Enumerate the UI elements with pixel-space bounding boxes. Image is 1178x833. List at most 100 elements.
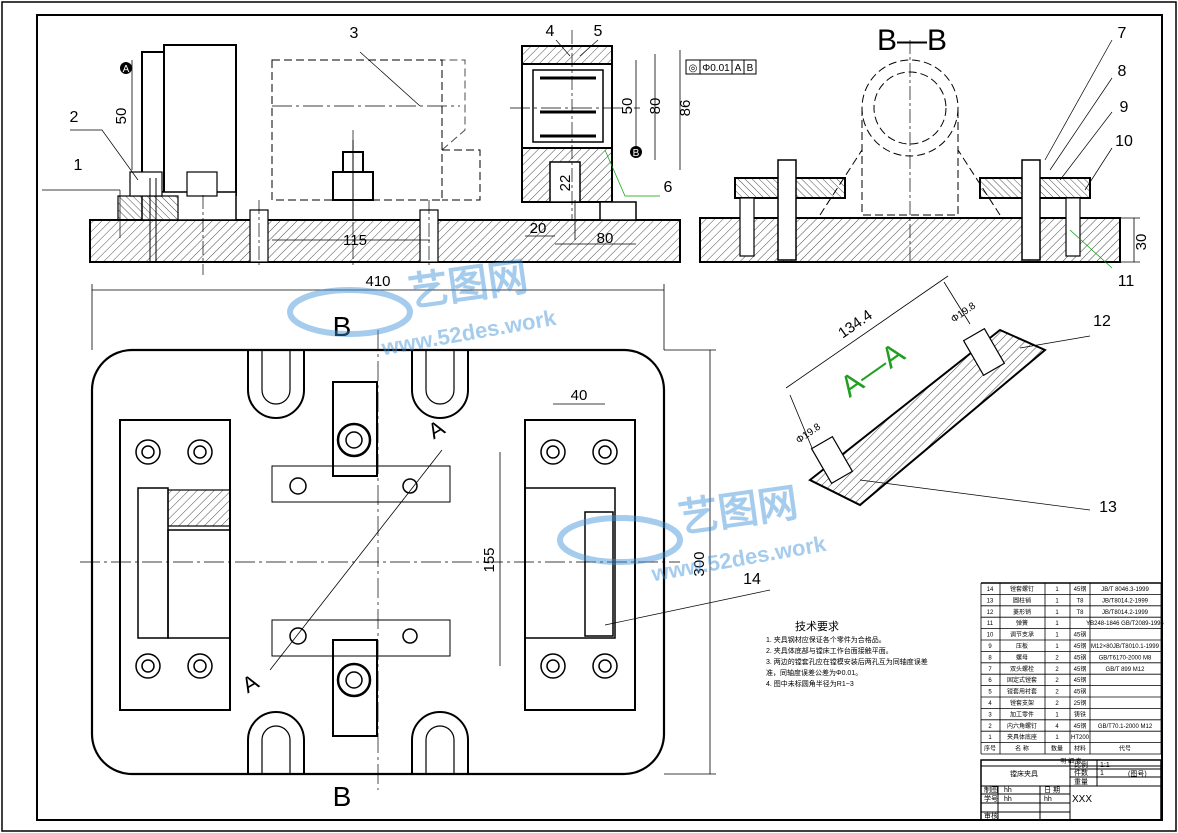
scale-label: 比例 <box>1074 760 1088 769</box>
bom-row-no: 13 <box>987 598 994 604</box>
made-value: hh <box>1004 787 1012 794</box>
tech-line-5: 4. 图中未标圆角半径为R1~3 <box>766 679 854 688</box>
bom-row-name: 镗套用衬套 <box>1007 688 1037 696</box>
balloon-1: 1 <box>74 157 83 174</box>
top-view-dims <box>91 284 716 775</box>
tech-title: 技术要求 <box>795 620 839 633</box>
bom-row-qty: 2 <box>1055 667 1059 673</box>
qty-label: 件数 <box>1074 768 1088 777</box>
bom-row-material: 45钢 <box>1074 642 1087 650</box>
bom-row-name: 调节支承 <box>1010 631 1034 639</box>
balloon-10: 10 <box>1115 133 1133 150</box>
bom-row-code: M12×80JB/T8010.1-1999 <box>1091 644 1160 650</box>
top-view-bolts <box>135 422 618 698</box>
bom-header-qty: 数量 <box>1051 745 1063 753</box>
balloon-7: 7 <box>1118 25 1127 42</box>
bom-row-qty: 1 <box>1055 621 1059 627</box>
bom-row-qty: 1 <box>1055 587 1059 593</box>
dim-phi-bottom: Φ19.8 <box>794 421 823 446</box>
dim-155: 155 <box>481 547 498 572</box>
bom-row-code: JB/T8014.2-1999 <box>1102 598 1149 604</box>
bom-row-qty: 1 <box>1055 598 1059 604</box>
dim-30: 30 <box>1133 234 1150 251</box>
school-value-2: hh <box>1044 796 1052 803</box>
dim-300: 300 <box>691 551 708 576</box>
bom-header-no: 序号 <box>984 745 996 753</box>
bom-row-qty: 2 <box>1055 701 1059 707</box>
bom-row-material: 25钢 <box>1074 699 1087 707</box>
dim-50-left: 50 <box>113 108 130 125</box>
bom-row-name: 内六角螺钉 <box>1007 722 1037 730</box>
bom-row-no: 5 <box>988 690 992 696</box>
bom-row-code: JB/T 8046.3-1999 <box>1101 587 1149 593</box>
bom-caption: 明 细 表 <box>1060 757 1081 765</box>
bom-row-no: 3 <box>988 712 992 718</box>
top-view <box>80 330 680 790</box>
balloon-2: 2 <box>70 109 79 126</box>
bom-row-no: 12 <box>987 610 994 616</box>
title-block <box>980 759 1162 821</box>
bom-row-qty: 2 <box>1055 655 1059 661</box>
bom-row-material: T8 <box>1076 598 1084 604</box>
svg-text:A: A <box>123 64 130 75</box>
bom-row-qty: 1 <box>1055 633 1059 639</box>
leaders <box>42 39 1113 626</box>
inner-border <box>36 14 1163 821</box>
bom-row-name: 加工零件 <box>1010 710 1034 718</box>
check-label: 审核 <box>984 811 998 820</box>
balloon-3: 3 <box>350 25 359 42</box>
scale-value: 1:1 <box>1100 762 1110 769</box>
bom-row-name: 菱形销 <box>1013 608 1031 616</box>
bom-row-no: 2 <box>988 724 992 730</box>
balloon-5: 5 <box>594 23 603 40</box>
bom-row-qty: 1 <box>1055 610 1059 616</box>
section-bb-view <box>699 40 1140 263</box>
balloon-9: 9 <box>1120 99 1129 116</box>
bom-row-name: 固定式镗套 <box>1007 676 1037 684</box>
dim-115: 115 <box>343 232 367 249</box>
bom-header-name: 名 称 <box>1015 745 1029 753</box>
balloon-11: 11 <box>1118 273 1135 290</box>
bom-row-qty: 1 <box>1055 712 1059 718</box>
dim-134-4: 134.4 <box>835 307 876 342</box>
balloon-13: 13 <box>1099 499 1117 516</box>
bom-row-name: 夹具体底座 <box>1007 733 1037 741</box>
dim-410: 410 <box>365 273 390 290</box>
svg-text:艺图网: 艺图网 <box>406 255 531 315</box>
svg-text:艺图网: 艺图网 <box>676 481 801 541</box>
section-line-a <box>269 449 443 671</box>
datum-a: A <box>120 62 132 75</box>
bom-header-code: 代号 <box>1119 745 1131 753</box>
dim-20: 20 <box>530 220 547 237</box>
bom-row-qty: 1 <box>1055 735 1059 741</box>
section-aa-view <box>785 275 1047 507</box>
bom-row-no: 8 <box>988 655 992 661</box>
bom-row-material: T8 <box>1076 610 1084 616</box>
bom-row-no: 14 <box>987 587 994 593</box>
tech-requirements: 技术要求 1. 夹具钢材应保证各个零件为合格品。 2. 夹具体底部与镗床工作台面… <box>766 620 928 688</box>
svg-text:B: B <box>747 63 754 74</box>
svg-text:◎: ◎ <box>689 63 698 74</box>
section-mark-a-bottom: A <box>238 669 263 698</box>
bom-row-name: 螺母 <box>1016 653 1028 661</box>
bom-header-material: 材料 <box>1074 745 1086 753</box>
svg-text:www.52des.work: www.52des.work <box>649 531 829 587</box>
dim-80-bottom: 80 <box>597 230 614 247</box>
bom-row-material: 45钢 <box>1074 653 1087 661</box>
section-mark-b-bottom: B <box>333 781 352 812</box>
balloon-6: 6 <box>664 179 673 196</box>
bom-row-qty: 1 <box>1055 644 1059 650</box>
bom-row-qty: 2 <box>1055 690 1059 696</box>
title-block-text: 镗床夹具 比例 1:1 件数 1 重量 (图号) 制图 hh 日 期 审核 学号… <box>984 760 1147 820</box>
svg-text:B: B <box>633 148 640 159</box>
bom-row-material: 45钢 <box>1074 631 1087 639</box>
tech-line-2: 2. 夹具体底部与镗床工作台面接触平面。 <box>766 646 893 655</box>
bom-row-code: GB/T70.1-2000 M12 <box>1098 724 1153 730</box>
bom-row-code: GB/T6170-2000 M8 <box>1099 655 1152 661</box>
drawing-no: (图号) <box>1128 770 1147 778</box>
front-dims <box>131 50 681 245</box>
bom-row-material: 45钢 <box>1074 665 1087 673</box>
bom-row-material: 45钢 <box>1074 688 1087 696</box>
bom-row-code: GB/T 899 M12 <box>1106 667 1146 673</box>
